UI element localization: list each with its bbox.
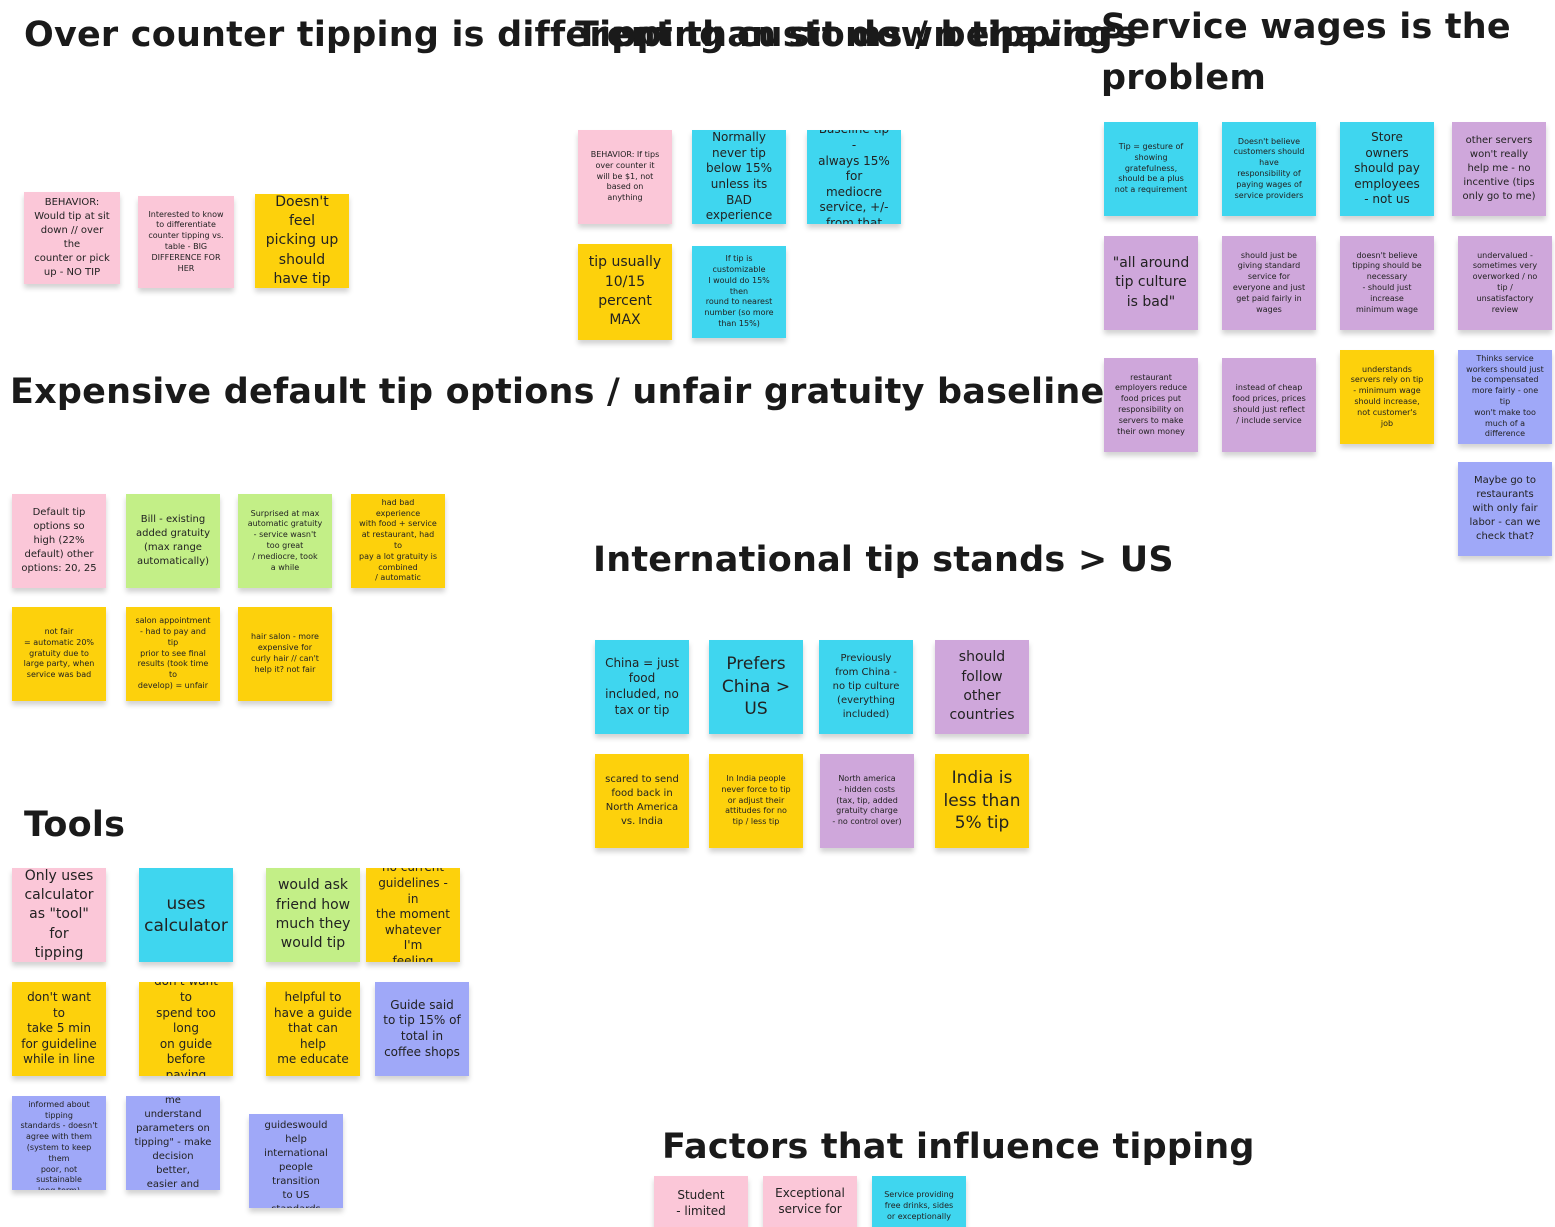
sticky-note[interactable]: don't want to spend too long on guide be… bbox=[139, 982, 233, 1076]
sticky-note[interactable]: understands servers rely on tip - minimu… bbox=[1340, 350, 1434, 444]
sticky-note[interactable]: uses calculator bbox=[139, 868, 233, 962]
sticky-note[interactable]: scared to send food back in North Americ… bbox=[595, 754, 689, 848]
sticky-note[interactable]: don't want to take 5 min for guideline w… bbox=[12, 982, 106, 1076]
sticky-note[interactable]: hair salon - more expensive for curly ha… bbox=[238, 607, 332, 701]
sticky-note[interactable]: Doesn't believe customers should have re… bbox=[1222, 122, 1316, 216]
sticky-note[interactable]: salon appointment - had to pay and tip p… bbox=[126, 607, 220, 701]
sticky-note[interactable]: Thinks service workers should just be co… bbox=[1458, 350, 1552, 444]
sticky-note[interactable]: Bill - existing added gratuity (max rang… bbox=[126, 494, 220, 588]
sticky-note[interactable]: China = just food included, no tax or ti… bbox=[595, 640, 689, 734]
sticky-note[interactable]: Previously from China - no tip culture (… bbox=[819, 640, 913, 734]
section-title-service-wages: Service wages is the problem bbox=[1101, 7, 1511, 98]
sticky-note[interactable]: BEHAVIOR: Would tip at sit down // over … bbox=[24, 192, 120, 284]
sticky-note[interactable]: restaurant employers reduce food prices … bbox=[1104, 358, 1198, 452]
sticky-note[interactable]: Default tip options so high (22% default… bbox=[12, 494, 106, 588]
sticky-note[interactable]: Prefers China > US bbox=[709, 640, 803, 734]
sticky-note[interactable]: Tip = gesture of showing gratefulness, s… bbox=[1104, 122, 1198, 216]
sticky-note[interactable]: Guide said to tip 15% of total in coffee… bbox=[375, 982, 469, 1076]
sticky-note[interactable]: not fair = automatic 20% gratuity due to… bbox=[12, 607, 106, 701]
sticky-note[interactable]: should follow other countries bbox=[935, 640, 1029, 734]
section-title-expensive-defaults: Expensive default tip options / unfair g… bbox=[10, 372, 1105, 412]
sticky-note[interactable]: Maybe go to restaurants with only fair l… bbox=[1458, 462, 1552, 556]
section-title-factors: Factors that influence tipping bbox=[662, 1127, 1255, 1167]
section-title-tools: Tools bbox=[24, 805, 126, 845]
sticky-note[interactable]: Store owners should pay employees - not … bbox=[1340, 122, 1434, 216]
sticky-note[interactable]: doesn't believe tipping should be necess… bbox=[1340, 236, 1434, 330]
sticky-note[interactable]: Thinks guideswould help international pe… bbox=[249, 1114, 343, 1208]
sticky-note[interactable]: Interested to know to differentiate coun… bbox=[138, 196, 234, 288]
section-title-customs: Tipping customs / behaviors bbox=[575, 15, 1137, 55]
sticky-note[interactable]: Wants to be more informed about tipping … bbox=[12, 1096, 106, 1190]
sticky-note[interactable]: Only uses calculator as "tool" for tippi… bbox=[12, 868, 106, 962]
sticky-note[interactable]: "Guide helped me understand parameters o… bbox=[126, 1096, 220, 1190]
sticky-note[interactable]: North america - hidden costs (tax, tip, … bbox=[820, 754, 914, 848]
sticky-note[interactable]: "all around tip culture is bad" bbox=[1104, 236, 1198, 330]
section-title-international: International tip stands > US bbox=[593, 540, 1174, 580]
sticky-note[interactable]: other servers won't really help me - no … bbox=[1452, 122, 1546, 216]
sticky-note[interactable]: no current guidelines - in the moment wh… bbox=[366, 868, 460, 962]
sticky-note[interactable]: helpful to have a guide that can help me… bbox=[266, 982, 360, 1076]
sticky-note[interactable]: If tip is customizable I would do 15% th… bbox=[692, 246, 786, 338]
sticky-note[interactable]: Doesn't feel picking up should have tip bbox=[255, 194, 349, 288]
sticky-note[interactable]: undervalued - sometimes very overworked … bbox=[1458, 236, 1552, 330]
sticky-note[interactable]: Surprised at max automatic gratuity - se… bbox=[238, 494, 332, 588]
sticky-note[interactable]: would ask friend how much they would tip bbox=[266, 868, 360, 962]
sticky-note[interactable]: In India people never force to tip or ad… bbox=[709, 754, 803, 848]
sticky-note[interactable]: should just be giving standard service f… bbox=[1222, 236, 1316, 330]
sticky-note[interactable]: Normally never tip below 15% unless its … bbox=[692, 130, 786, 224]
sticky-note[interactable]: BEHAVIOR: If tips over counter it will b… bbox=[578, 130, 672, 224]
sticky-note[interactable]: Student - limited bbox=[654, 1176, 748, 1227]
section-title-over-counter: Over counter tipping is different than s… bbox=[24, 15, 1113, 55]
sticky-note[interactable]: Service providing free drinks, sides or … bbox=[872, 1176, 966, 1227]
sticky-note[interactable]: India is less than 5% tip bbox=[935, 754, 1029, 848]
sticky-note[interactable]: Exceptional service for bbox=[763, 1176, 857, 1227]
sticky-note[interactable]: Baseline tip - always 15% for mediocre s… bbox=[807, 130, 901, 224]
sticky-note[interactable]: instead of cheap food prices, prices sho… bbox=[1222, 358, 1316, 452]
sticky-note[interactable]: had bad experience with food + service a… bbox=[351, 494, 445, 588]
sticky-note[interactable]: tip usually 10/15 percent MAX bbox=[578, 244, 672, 340]
